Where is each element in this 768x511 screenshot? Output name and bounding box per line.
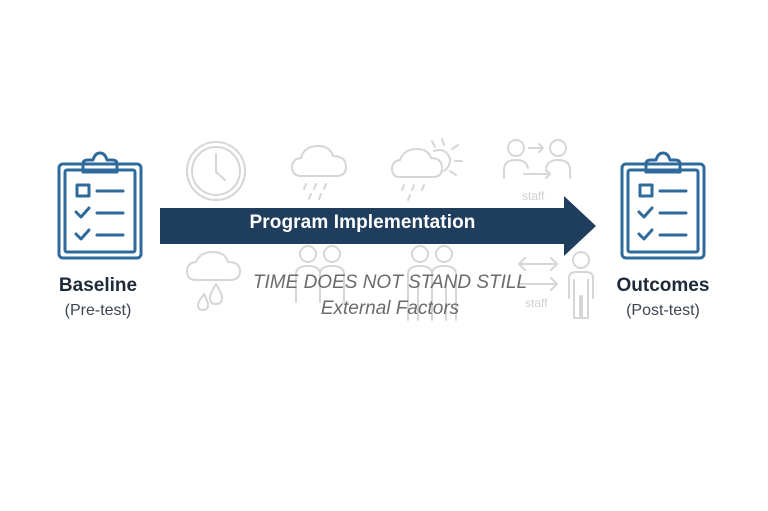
storm-cloud-icon [186,251,241,311]
outcomes-sublabel: (Post-test) [626,302,700,319]
rain-cloud-icon [291,145,347,200]
outcomes-label: Outcomes [616,275,710,296]
program-implementation-arrow [160,196,596,256]
staff-swap-icon [518,257,558,291]
staff-change-icon [503,139,571,179]
person-icon [568,251,594,319]
clock-icon [186,141,246,201]
people-pair-icon [407,245,457,321]
external-line-2: External Factors [320,298,460,319]
outcomes-clipboard-icon [620,151,706,260]
baseline-clipboard-icon [57,151,143,260]
arrow-label: Program Implementation [249,212,476,233]
baseline-sublabel: (Pre-test) [64,302,132,319]
staff-label-bottom: staff [525,296,548,310]
baseline-label: Baseline [58,275,138,296]
staff-label-top: staff [522,189,545,203]
sun-cloud-rain-icon [391,138,463,201]
people-pair-icon [295,245,345,303]
external-line-1: TIME DOES NOT STAND STILL [252,272,528,293]
